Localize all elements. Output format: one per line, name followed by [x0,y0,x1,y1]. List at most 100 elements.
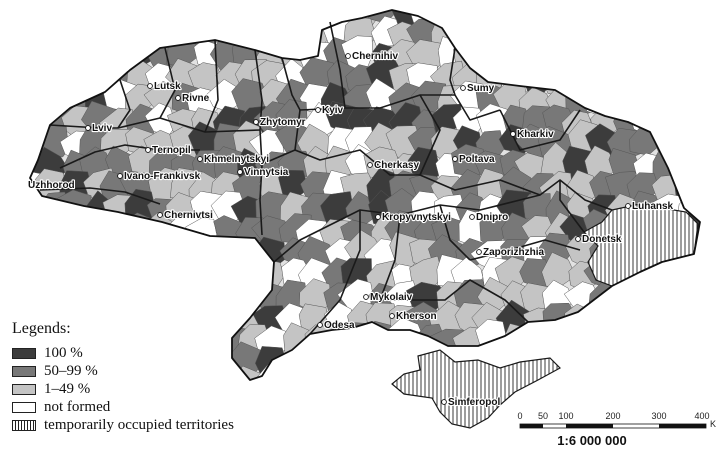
district-cell [693,145,700,181]
legend-swatch-1-49 [12,383,36,395]
district-cell [698,277,700,313]
district-cell [699,38,700,74]
district-cell [145,278,183,314]
district-cell [39,16,74,55]
district-cell [479,18,509,52]
svg-text:Luhansk: Luhansk [632,201,674,212]
district-cell [171,235,201,269]
district-cell [323,342,357,374]
district-cell [190,281,220,315]
legend-title: Legends: [12,320,71,337]
district-cell [273,17,312,49]
district-cell [81,256,116,292]
district-cell [695,187,700,225]
svg-text:Ivano-Frankivsk: Ivano-Frankivsk [124,171,201,182]
district-cell [629,81,661,117]
district-cell [30,10,52,27]
district-cell [584,345,619,380]
legend-label-1-49: 1–49 % [44,380,91,397]
map-legend: Legends: 100 % 50–99 % 1–49 % not formed… [12,320,234,434]
district-cell [30,19,53,50]
svg-text:Mykolaiv: Mykolaiv [370,292,413,303]
district-cell [147,10,182,26]
district-cell [503,36,537,73]
district-cell [655,10,692,31]
district-cell [689,348,700,380]
district-cell [57,57,92,100]
mainland-outline [29,9,701,381]
district-cell [635,346,663,377]
district-cell [607,346,641,380]
district-cell [52,241,88,276]
district-cell [629,296,661,338]
district-cell [168,13,204,46]
district-cell [632,13,666,54]
svg-text:Uzhhorod: Uzhhorod [28,180,75,191]
district-cell [566,345,597,377]
district-cell [520,10,555,28]
district-cell [239,10,267,26]
scale-tick-400: 400 [694,411,709,421]
district-cell [30,237,70,271]
city-simferopol: Simferopol [441,396,502,409]
district-cell [212,236,245,270]
district-cell [545,37,577,70]
city-luhansk: Luhansk [625,200,675,213]
district-cell [79,10,120,50]
district-cell [542,10,574,31]
district-cell [541,60,580,98]
district-cell [170,276,201,313]
district-cell [83,238,118,271]
district-cell [189,10,224,27]
svg-text:Simferopol: Simferopol [448,397,500,408]
district-cell [37,252,75,287]
district-cell [232,386,263,423]
district-cell [517,33,552,73]
district-cell [122,236,155,271]
district-cell [55,276,90,312]
district-cell [125,16,161,50]
city-ivano-frankivsk: Ivano-Frankivsk [117,170,202,183]
district-cell [651,85,686,113]
city-ternopil: Ternopil [145,144,192,157]
district-cell [613,10,643,32]
legend-swatch-occupied [12,419,36,431]
district-cell [671,10,700,33]
district-cell [208,258,242,291]
district-cell [30,213,49,243]
district-cell [675,348,700,380]
district-cell [190,232,221,272]
svg-text:Kherson: Kherson [396,311,437,322]
legend-swatch-50-99 [12,365,36,377]
district-cell [562,318,598,355]
svg-text:Ternopil: Ternopil [152,145,191,156]
district-cell [31,215,72,248]
district-cell [564,57,601,96]
district-cell [191,253,225,290]
district-cell [694,82,700,119]
district-cell [124,283,162,314]
svg-text:Zhytomyr: Zhytomyr [260,117,306,128]
district-cell [607,299,641,330]
district-cell [301,388,337,420]
district-cell [320,388,356,423]
district-cell [257,10,287,26]
district-cell [144,232,180,266]
district-cell [699,10,700,27]
svg-text:Zaporizhzhia: Zaporizhzhia [483,247,545,258]
scale-ratio: 1:6 000 000 [557,433,626,448]
district-cell [81,35,113,77]
district-cell [563,10,600,30]
district-cell [55,14,95,52]
svg-text:Dnipro: Dnipro [476,212,508,223]
district-cell [696,165,700,201]
district-cell [258,16,296,57]
district-cell [694,303,700,331]
district-cell [652,99,690,141]
scale-tick-100: 100 [558,411,573,421]
district-cell [101,253,132,288]
district-cell [320,371,355,380]
city-chernivtsi: Chernivtsi [157,209,214,222]
district-cell [585,324,623,358]
district-cell [670,20,700,54]
